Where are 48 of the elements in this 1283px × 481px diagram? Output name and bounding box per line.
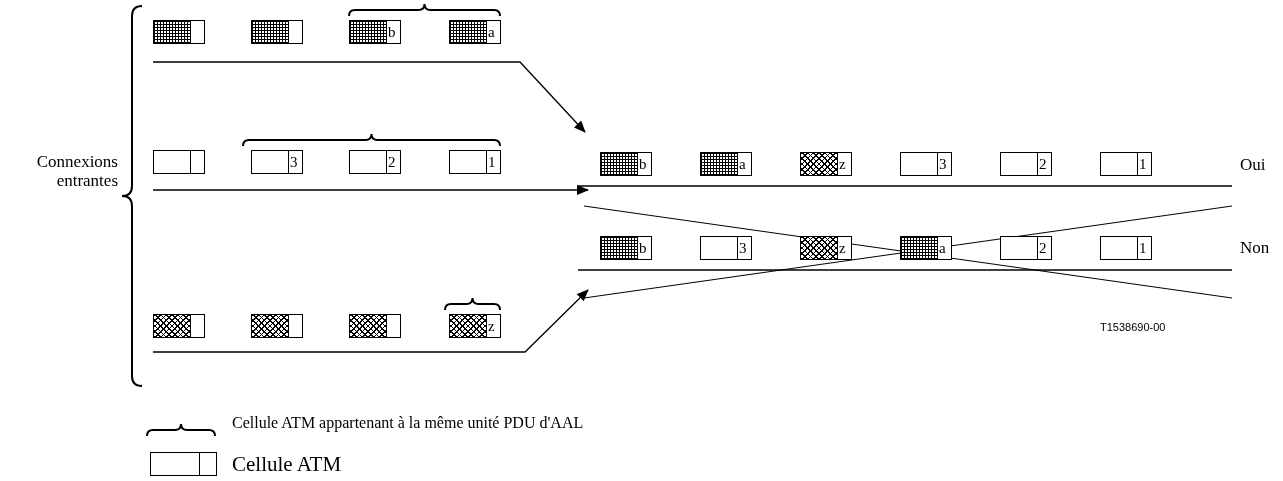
atm-cell <box>349 314 401 338</box>
cell-label: 3 <box>739 239 747 257</box>
atm-cell <box>153 314 205 338</box>
atm-cell <box>1000 152 1052 176</box>
cell-label: z <box>839 155 846 173</box>
cell-label: a <box>939 239 946 257</box>
cell-label: 3 <box>290 153 298 171</box>
atm-cell <box>449 314 501 338</box>
cell-label: 1 <box>488 153 496 171</box>
legend-text: Cellule ATM <box>232 452 342 477</box>
atm-cell <box>700 236 752 260</box>
cell-label: 2 <box>1039 155 1047 173</box>
cell-label: 1 <box>1139 239 1147 257</box>
cell-label: a <box>739 155 746 173</box>
cell-label: 2 <box>1039 239 1047 257</box>
atm-cell <box>153 150 205 174</box>
atm-cell <box>900 152 952 176</box>
atm-cell <box>800 236 852 260</box>
atm-cell <box>600 152 652 176</box>
cell-label: b <box>639 239 647 257</box>
cell-label: z <box>488 317 495 335</box>
atm-cell <box>900 236 952 260</box>
cell-label: 2 <box>388 153 396 171</box>
cell-label: 1 <box>1139 155 1147 173</box>
atm-cell <box>449 150 501 174</box>
cell-label: 3 <box>939 155 947 173</box>
atm-cell <box>800 152 852 176</box>
atm-cell <box>153 20 205 44</box>
row-label: Non <box>1240 238 1270 257</box>
row-label: Oui <box>1240 155 1266 174</box>
atm-cell <box>1100 236 1152 260</box>
atm-cell <box>349 20 401 44</box>
atm-cell <box>600 236 652 260</box>
atm-cell <box>1100 152 1152 176</box>
atm-cell <box>251 150 303 174</box>
atm-cell <box>349 150 401 174</box>
cell-label: b <box>388 23 396 41</box>
figure-number: T1538690-00 <box>1100 320 1166 335</box>
atm-cell <box>700 152 752 176</box>
atm-cell <box>251 314 303 338</box>
cell-label: z <box>839 239 846 257</box>
legend-text: Cellule ATM appartenant à la même unité PDU d'AAL <box>232 413 584 433</box>
group-label: Connexions entrantes <box>35 152 118 190</box>
atm-cell <box>449 20 501 44</box>
atm-cell <box>1000 236 1052 260</box>
cell-label: a <box>488 23 495 41</box>
cell-label: b <box>639 155 647 173</box>
atm-cell <box>251 20 303 44</box>
